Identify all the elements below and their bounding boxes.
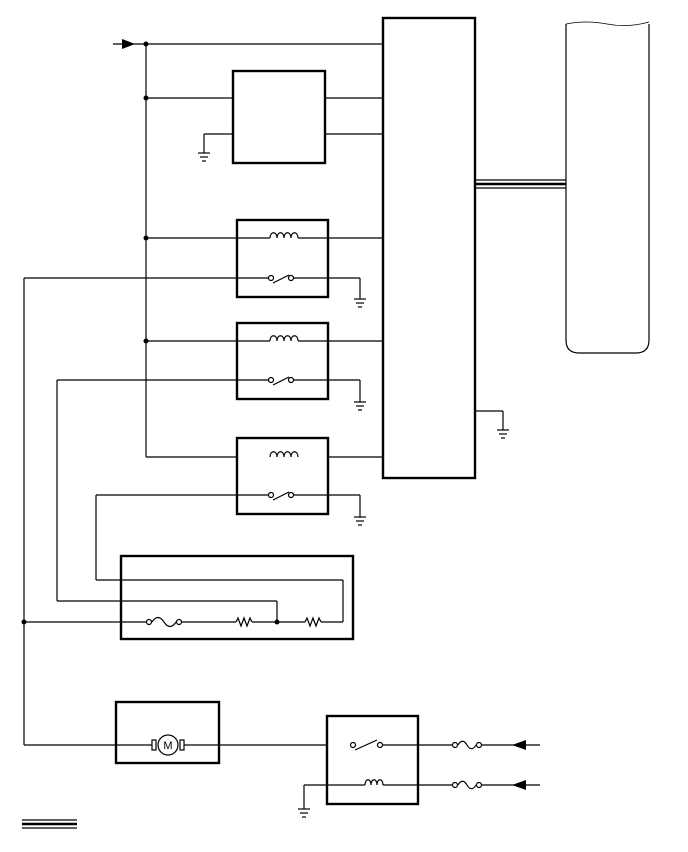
ground-icon — [354, 298, 366, 308]
resistor-block — [21, 278, 355, 745]
switch-icon — [349, 739, 384, 751]
switch-icon — [267, 376, 295, 386]
motor-icon: M — [151, 734, 185, 756]
coil-icon — [269, 232, 299, 239]
motor-label: M — [163, 740, 172, 752]
ground-icon — [354, 516, 366, 526]
fuse-icon — [145, 616, 183, 628]
input-arrow-icon — [512, 780, 526, 790]
instrument-panel — [565, 21, 650, 354]
resistor-icon — [304, 616, 322, 628]
relay-3 — [96, 436, 366, 526]
relay-2 — [57, 321, 383, 411]
ground-icon — [497, 429, 509, 439]
fuse-icon — [451, 780, 483, 790]
ground-icon — [298, 808, 310, 818]
input-arrow-icon — [512, 740, 526, 750]
input-arrow-icon — [122, 39, 135, 49]
relay-1 — [24, 218, 383, 308]
coil-icon — [364, 779, 384, 786]
main-relay — [298, 714, 540, 818]
fuse-icon — [451, 740, 483, 750]
resistor-icon — [235, 616, 253, 628]
coil-icon — [269, 451, 299, 458]
module-ground — [475, 410, 509, 439]
control-module — [381, 16, 477, 480]
blower-motor: M — [24, 700, 350, 765]
coil-icon — [269, 335, 299, 342]
sensor-unit — [146, 69, 383, 165]
legend-bus-line — [22, 819, 77, 829]
communication-bus — [475, 179, 566, 189]
switch-icon — [267, 274, 295, 284]
switch-icon — [267, 491, 295, 501]
ground-icon — [354, 401, 366, 411]
ground-icon — [198, 152, 210, 162]
